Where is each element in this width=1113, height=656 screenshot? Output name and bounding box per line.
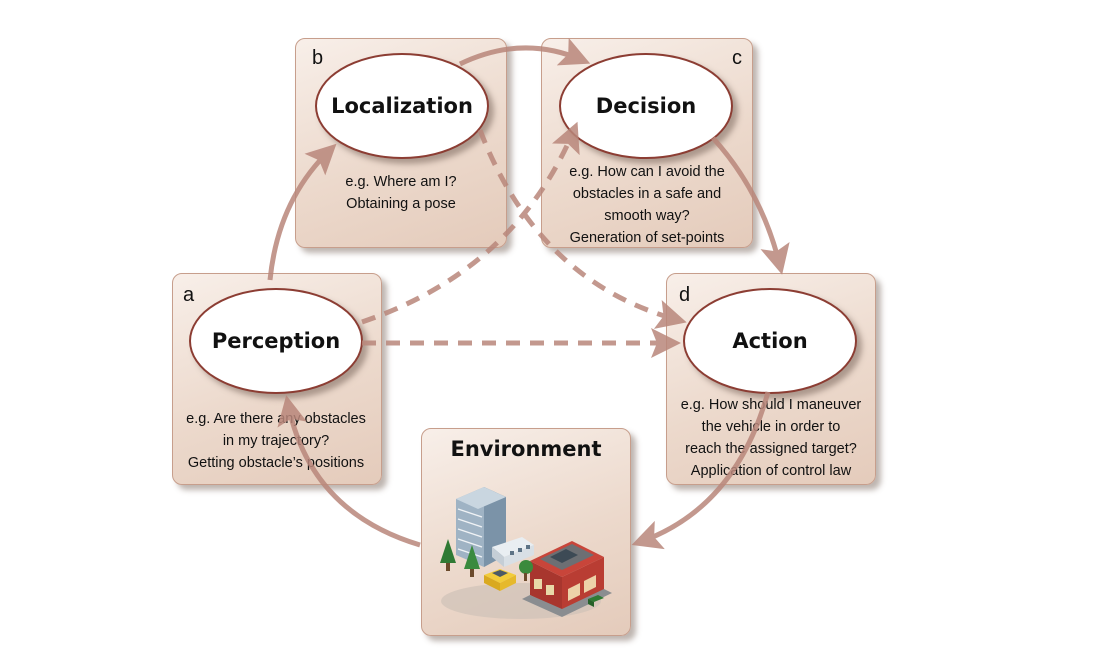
perception-desc-line: Getting obstacle’s positions: [187, 455, 365, 471]
action-node: Action: [683, 288, 857, 394]
action-desc-line: e.g. How should I maneuver: [680, 397, 862, 413]
action-title: Action: [732, 329, 808, 353]
perception-desc-line: e.g. Are there any obstacles: [186, 411, 366, 427]
perception-title: Perception: [211, 329, 341, 353]
decision-box: c Decision e.g. How can I avoid the obst…: [541, 38, 753, 248]
dashed-arrow-localization-to-action: [477, 129, 687, 329]
decision-desc-line: obstacles in a safe and: [572, 186, 722, 202]
decision-desc-line: smooth way?: [604, 208, 690, 224]
action-desc-line: the vehicle in order to: [701, 419, 841, 435]
localization-desc-line: Obtaining a pose: [346, 196, 456, 212]
dashed-arrow-perception-to-decision: [361, 121, 580, 325]
localization-description: e.g. Where am I? Obtaining a pose: [296, 171, 506, 215]
stage-letter-d: d: [679, 284, 691, 306]
decision-desc-line: Generation of set-points: [569, 230, 725, 246]
action-box: d Action e.g. How should I maneuver the …: [666, 273, 876, 485]
environment-box: Environment: [421, 428, 631, 636]
decision-title: Decision: [595, 94, 697, 118]
arrow-action-to-environment: [631, 391, 771, 550]
stage-letter-a: a: [183, 284, 195, 306]
city-buildings-vehicles-icon: [440, 487, 612, 619]
decision-desc-line: e.g. How can I avoid the: [569, 164, 725, 180]
action-desc-line: reach the assigned target?: [685, 441, 857, 457]
stage-letter-b: b: [312, 47, 324, 69]
arrow-localization-to-decision: [458, 37, 591, 67]
localization-box: b Localization e.g. Where am I? Obtainin…: [295, 38, 507, 248]
localization-desc-line: e.g. Where am I?: [345, 174, 457, 190]
environment-title: Environment: [450, 437, 602, 461]
localization-node: Localization: [315, 53, 489, 159]
arrow-environment-to-perception: [277, 395, 421, 548]
localization-title: Localization: [331, 94, 473, 118]
decision-node: Decision: [559, 53, 733, 159]
perception-node: Perception: [189, 288, 363, 394]
perception-box: a Perception e.g. Are there any obstacle…: [172, 273, 382, 485]
decision-description: e.g. How can I avoid the obstacles in a …: [542, 161, 752, 249]
arrow-perception-to-localization: [267, 143, 337, 281]
stage-letter-c: c: [732, 47, 742, 69]
arrow-decision-to-action: [711, 136, 790, 275]
